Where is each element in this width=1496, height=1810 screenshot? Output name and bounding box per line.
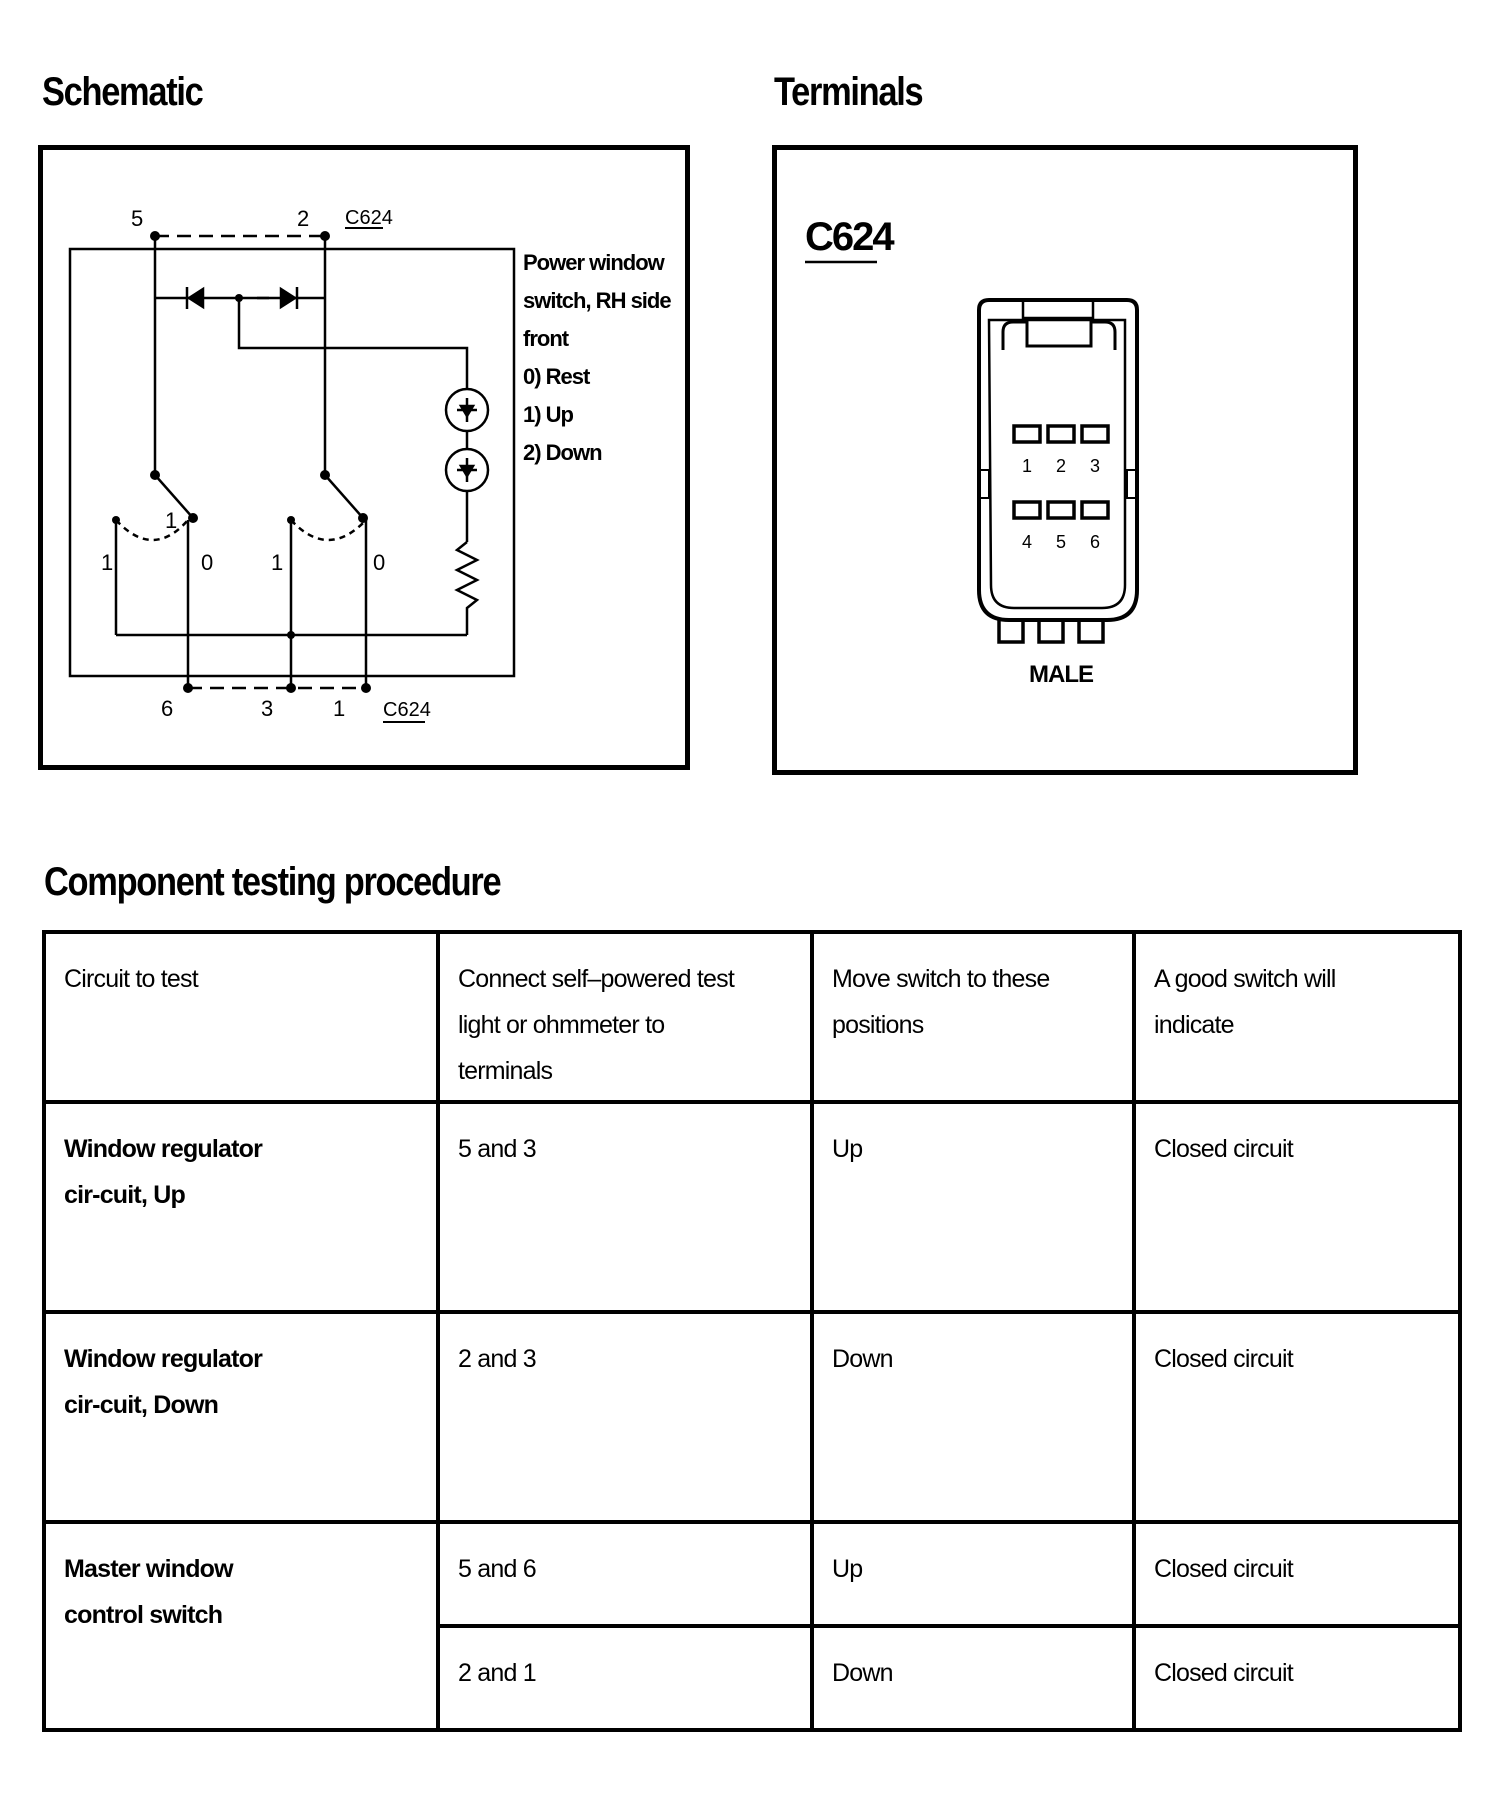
terminal-number: 6 [1090,532,1100,552]
header-cell: Move switch to these positions [810,930,1136,1104]
schematic-caption-line: switch, RH side [523,288,671,313]
terminal-number: 1 [1022,456,1032,476]
schematic-caption-line: 1) Up [523,402,574,427]
position-cell: Down [810,1310,1136,1524]
indicator-lamp-lower [444,447,490,493]
position-cell: Down [810,1624,1136,1732]
schematic-panel: 5 2 C624 1 1 0 1 0 6 3 1 C624 Power wind… [38,145,690,770]
schematic-heading: Schematic [42,70,204,114]
schematic-caption-line: Power window [523,250,666,275]
procedure-heading: Component testing procedure [44,860,502,904]
diode-right [279,286,298,310]
testing-procedure-table: Circuit to test Connect self–powered tes… [42,930,1462,1732]
connector-id: C624 [805,215,895,259]
terminal-number: 4 [1022,532,1032,552]
terminal-cavity [1080,500,1110,520]
result-cell: Closed circuit [1132,1100,1462,1314]
schematic-caption-line: 2) Down [523,440,602,465]
schematic-caption-line: 0) Rest [523,364,591,389]
schematic-diagram: 5 2 C624 1 1 0 1 0 6 3 1 C624 Power wind… [68,206,672,723]
position-cell: Up [810,1100,1136,1314]
table-row: Window regulator cir-cuit, Down 2 and 3 … [42,1310,1462,1524]
pin-3-label: 3 [261,696,273,721]
terminal-cavity [1046,500,1076,520]
pin-5-label: 5 [131,206,143,231]
switch-pos-label: 0 [373,550,385,575]
connector-body [977,298,1139,644]
terminals-panel: C624 1 2 3 4 5 6 MALE [772,145,1358,775]
terminals-cell: 2 and 3 [436,1310,814,1524]
table-row: 2 and 1 Down Closed circuit [44,1624,1462,1732]
table-row: Master window control switch 5 and 6 Up … [42,1520,1462,1732]
connector-view: C624 1 2 3 4 5 6 MALE [805,215,1139,688]
result-cell: Closed circuit [1132,1520,1462,1628]
switch-pos-label: 0 [201,550,213,575]
header-cell: A good switch will indicate [1132,930,1462,1104]
terminal-number: 5 [1056,532,1066,552]
terminals-cell: 5 and 6 [436,1520,814,1628]
circuit-cell: Window regulator cir-cuit, Down [42,1310,440,1524]
position-cell: Up [810,1520,1136,1628]
terminal-number: 2 [1056,456,1066,476]
terminal-number: 3 [1090,456,1100,476]
switch-pos-label: 1 [271,550,283,575]
terminals-cell: 5 and 3 [436,1100,814,1314]
pin-6-label: 6 [161,696,173,721]
table-header-row: Circuit to test Connect self–powered tes… [42,930,1462,1104]
terminal-cavity [1012,424,1042,444]
header-cell: Connect self–powered test light or ohmme… [436,930,814,1104]
circuit-cell: Window regulator cir-cuit, Up [42,1100,440,1314]
circuit-cell: Master window control switch [42,1520,440,1732]
schematic-caption-line: front [523,326,570,351]
pin-2-label: 2 [297,206,309,231]
terminal-cavity [1046,424,1076,444]
result-cell: Closed circuit [1132,1310,1462,1524]
terminals-cell: 2 and 1 [436,1624,814,1732]
switch-pos-label: 1 [165,508,177,533]
pin-1-label: 1 [333,696,345,721]
bottom-connector-label: C624 [383,699,431,721]
terminals-heading: Terminals [774,70,924,114]
table-row: Window regulator cir-cuit, Up 5 and 3 Up… [42,1100,1462,1314]
terminal-cavity [1012,500,1042,520]
switch-pos-label: 1 [101,550,113,575]
connector-gender-label: MALE [1029,661,1094,688]
result-cell: Closed circuit [1132,1624,1462,1732]
diode-left [186,286,205,310]
indicator-lamp-upper [444,387,490,433]
top-connector-label: C624 [345,207,393,229]
terminal-cavity [1080,424,1110,444]
header-cell: Circuit to test [42,930,440,1104]
